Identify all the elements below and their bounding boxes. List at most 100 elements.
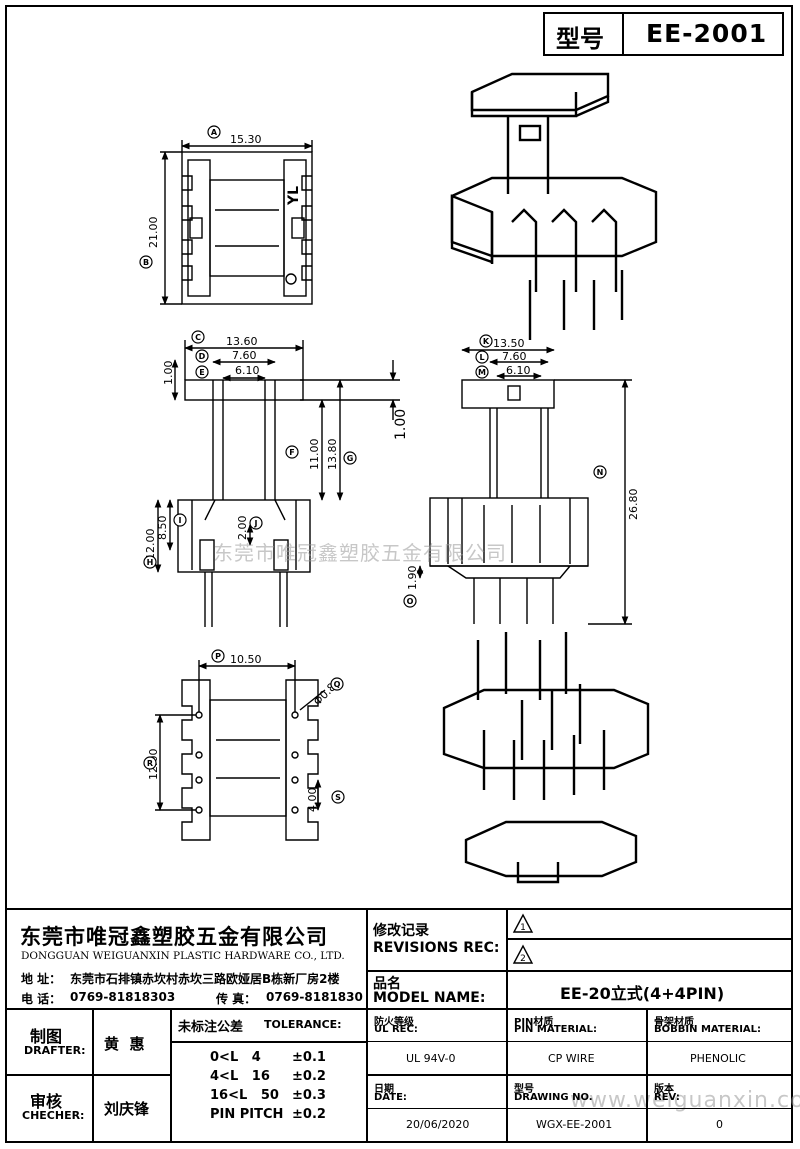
callout-circle-h <box>143 555 157 569</box>
drawing-label-en: DRAWING NO. <box>514 1092 593 1103</box>
callout-circle-o <box>403 594 417 608</box>
dim-j: 2.00 <box>236 516 249 541</box>
callout-circle-l <box>475 350 489 364</box>
callout-letter-c: C <box>195 333 201 342</box>
drafter-label-cn: 制图 <box>30 1027 63 1046</box>
company-address: 东莞市石排镇赤坎村赤坎三路欧娅居B栋新厂房2楼 <box>70 972 340 986</box>
model-header-divider <box>622 12 624 56</box>
dim-h-total: 12.00 <box>144 529 157 561</box>
pin-label-en: PIN MATERIAL: <box>514 1024 597 1035</box>
callout-letter-f: F <box>289 448 294 457</box>
ul-label-en: UL REC: <box>374 1024 418 1035</box>
company-phone: 0769-81818303 <box>70 990 176 1004</box>
dim-s: 1.90 <box>406 566 419 591</box>
callout-circle-n <box>593 465 607 479</box>
model-header-value: EE-2001 <box>646 19 768 48</box>
callout-circle-i <box>173 513 187 527</box>
callout-letter-b: B <box>143 258 149 267</box>
bottom-view <box>155 660 326 841</box>
callout-circle-j <box>249 516 263 530</box>
dim-b: 1.00 <box>162 361 175 386</box>
tolerance-range: 4<L 16 <box>210 1069 270 1084</box>
checker-label-en: CHECHER: <box>22 1109 85 1122</box>
tolerance-range: 16<L 50 <box>210 1088 279 1103</box>
bobbin-mark: YL <box>286 186 302 206</box>
bobbin-label-cn: 骨架材质 <box>654 1017 694 1028</box>
company-fax: 0769-8181830 <box>266 990 363 1004</box>
callout-circle-f <box>285 445 299 459</box>
callout-circle-m <box>475 365 489 379</box>
dim-n: 6.10 <box>506 364 531 377</box>
title-block-split <box>366 908 368 1008</box>
dim-g: 13.80 <box>326 439 339 471</box>
technical-drawing: 15.30 21.00 YL 13.60 7.60 6.10 1.00 1.00… <box>139 72 658 884</box>
callout-letter-n: N <box>597 468 604 477</box>
revisions-label-en: REVISIONS REC: <box>373 940 500 956</box>
names-split <box>170 1008 172 1143</box>
tolerance-value: ±0.1 <box>292 1050 326 1065</box>
callout-circle-e <box>195 365 209 379</box>
callout-letter-j: J <box>254 519 258 528</box>
callout-letter-q: Q <box>334 680 341 689</box>
rev-label-en: REV: <box>654 1092 680 1103</box>
dim-d: 7.60 <box>232 349 257 362</box>
dim-l: 13.50 <box>493 337 525 350</box>
callout-circle-r <box>143 756 157 770</box>
model-name-split <box>506 970 508 1008</box>
callout-letter-p: P <box>215 652 221 661</box>
dim-m: 7.60 <box>502 350 527 363</box>
callout-letter-l: L <box>479 353 484 362</box>
drafter-checker-line <box>5 1074 170 1076</box>
date-label-cn: 日期 <box>374 1084 394 1095</box>
revision-mark-2: 2 <box>520 954 526 964</box>
dim-top-width: 15.30 <box>230 133 262 146</box>
date-value: 20/06/2020 <box>406 1118 470 1131</box>
callout-circle-a <box>207 125 221 139</box>
ul-value: UL 94V-0 <box>406 1052 456 1065</box>
lower-block-line <box>5 1008 793 1010</box>
callout-letter-d: D <box>199 352 206 361</box>
dim-top-height: 21.00 <box>147 217 160 249</box>
tolerance-value: ±0.2 <box>292 1107 326 1122</box>
revision-triangle-2 <box>512 944 534 964</box>
callout-letter-g: G <box>347 454 354 463</box>
tolerance-value: ±0.3 <box>292 1088 326 1103</box>
url-watermark: www.weiguanxin.com <box>570 1088 800 1113</box>
callout-circle-d <box>195 349 209 363</box>
checker-name: 刘庆锋 <box>104 1100 150 1118</box>
drafter-label-en: DRAFTER: <box>24 1044 86 1057</box>
spec-mid-line <box>366 1074 793 1076</box>
revisions-label-cn: 修改记录 <box>373 923 429 939</box>
date-label-en: DATE: <box>374 1092 407 1103</box>
model-name-value: EE-20立式(4+4PIN) <box>560 984 725 1003</box>
tolerance-range: PIN PITCH <box>210 1107 284 1122</box>
spec-header-line-1 <box>366 1041 793 1042</box>
company-name-cn: 东莞市唯冠鑫塑胶五金有限公司 <box>20 925 328 949</box>
dim-f: 11.00 <box>308 439 321 471</box>
company-address-label: 地 址： <box>21 972 62 986</box>
callout-letter-e: E <box>199 368 204 377</box>
bobbin-value: PHENOLIC <box>690 1052 746 1065</box>
company-phone-label: 电 话： <box>21 992 62 1006</box>
callout-letter-r: R <box>147 759 153 768</box>
dim-c: 13.60 <box>226 335 258 348</box>
rev-label-cn: 版本 <box>654 1084 674 1095</box>
callout-letter-a: A <box>211 128 218 137</box>
spec-header-line-2 <box>366 1108 793 1109</box>
callout-letter-h: H <box>147 558 154 567</box>
dim-i: 8.50 <box>156 516 169 541</box>
revision-marks: 1 2 <box>512 913 534 964</box>
pin-label-cn: PIN材质 <box>514 1017 554 1028</box>
callout-letter-i: I <box>179 516 182 525</box>
callout-circle-s <box>331 790 345 804</box>
company-name-en: DONGGUAN WEIGUANXIN PLASTIC HARDWARE CO.… <box>21 950 345 962</box>
front-view <box>154 340 400 627</box>
callout-circle-k <box>479 334 493 348</box>
top-view <box>160 140 313 305</box>
isometric-view-top <box>450 72 658 340</box>
model-name-line <box>366 970 793 972</box>
tolerance-value: ±0.2 <box>292 1069 326 1084</box>
rev-value: 0 <box>716 1118 723 1131</box>
bobbin-label-en: BOBBIN MATERIAL: <box>654 1024 762 1035</box>
